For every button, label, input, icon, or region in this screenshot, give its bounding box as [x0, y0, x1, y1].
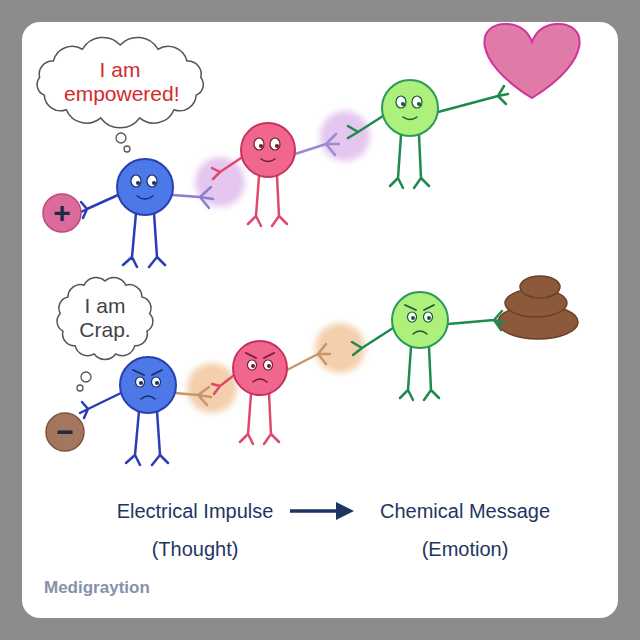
- charge-sign: +: [53, 198, 71, 228]
- blue-neuron: [79, 159, 213, 267]
- green-neuron: [352, 292, 504, 400]
- process-caption: Chemical Message: [380, 499, 550, 523]
- cloud-shape: [37, 37, 203, 127]
- pink-neuron: [212, 341, 330, 444]
- synapse-blobs: [187, 111, 370, 413]
- thought-text: I am empowered!: [64, 58, 176, 106]
- process-caption: (Thought): [152, 537, 239, 561]
- charge-sign: −: [56, 417, 74, 447]
- process-caption: (Emotion): [422, 537, 509, 561]
- poop: [498, 276, 578, 339]
- pink-neuron: [212, 123, 339, 226]
- thought-text: I am Crap.: [74, 294, 136, 342]
- charge-disc: [46, 413, 84, 451]
- thought-cloud: I am empowered!: [29, 35, 211, 129]
- process-caption: Electrical Impulse: [117, 499, 274, 523]
- flow-arrow: [290, 502, 354, 520]
- charge-circle: −: [45, 412, 85, 452]
- blue-neuron: [80, 357, 211, 465]
- heart: [484, 24, 579, 98]
- cloud-shape: [57, 278, 153, 360]
- green-neuron: [348, 80, 508, 188]
- charge-circle: +: [42, 193, 82, 233]
- watermark: Medigraytion: [44, 578, 150, 598]
- charge-disc: [43, 194, 81, 232]
- card: [22, 22, 618, 618]
- thought-cloud: I am Crap.: [50, 271, 160, 365]
